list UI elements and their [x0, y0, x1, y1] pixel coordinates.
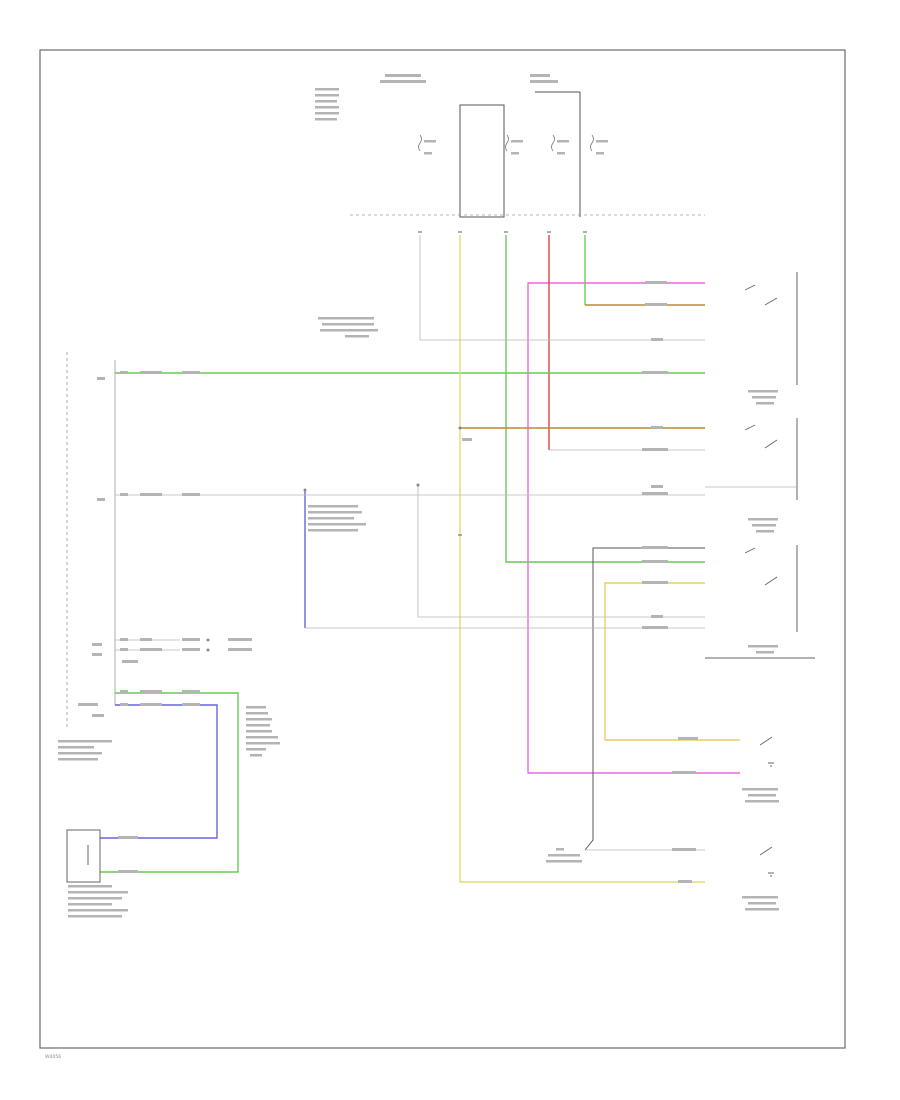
- fuse-symbols: [418, 134, 594, 152]
- wires: [100, 235, 797, 883]
- label-marks: [58, 74, 779, 918]
- wire-green-vertical: [505, 235, 705, 563]
- wire-gray-3: [417, 485, 705, 618]
- connector-marks: [418, 231, 587, 536]
- right-components: [705, 272, 815, 856]
- wire-pink: [527, 282, 740, 774]
- wire-gray-1: [419, 235, 705, 341]
- wire-yellow-long: [459, 235, 705, 883]
- ground-symbols: [768, 762, 774, 877]
- wire-dark: [584, 547, 705, 851]
- switch-contacts: [744, 284, 778, 856]
- fuse-box-outline: [459, 104, 505, 218]
- fuse-box: [350, 91, 705, 218]
- diagram-border: [39, 49, 846, 1049]
- sensor-body: [66, 829, 101, 883]
- left-module: [66, 352, 116, 728]
- wire-green-lower: [100, 692, 239, 873]
- wire-blue-lower: [100, 704, 218, 839]
- connector-dots: [206, 426, 462, 652]
- sensor-component: [66, 829, 101, 883]
- wire-orange: [604, 582, 740, 741]
- figure-id: W4056: [45, 1054, 61, 1060]
